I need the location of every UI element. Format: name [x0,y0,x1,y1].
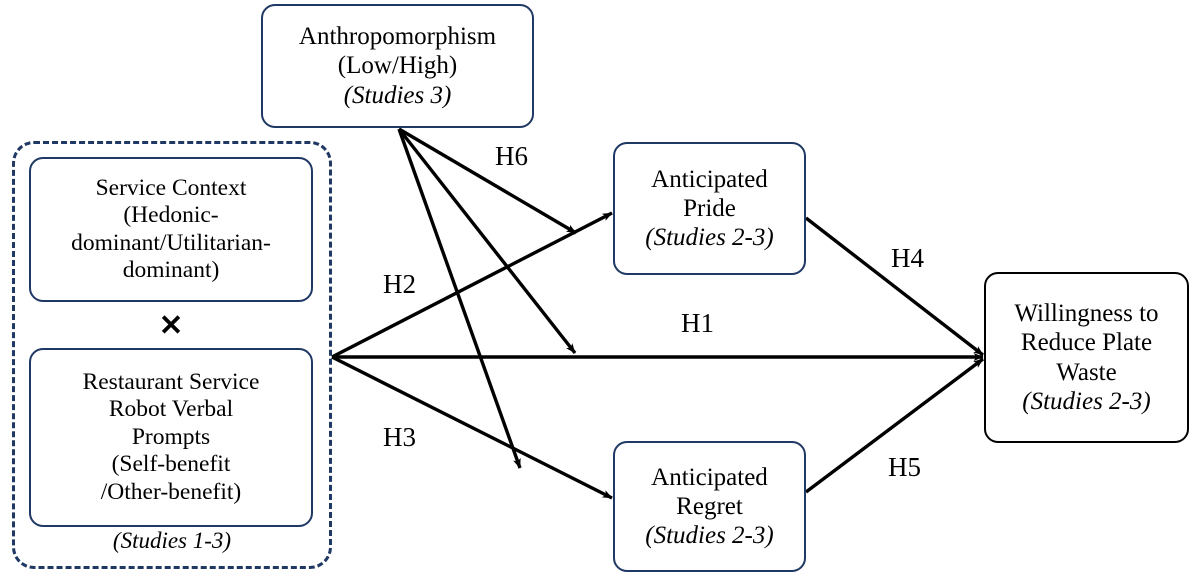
willingness-studies: (Studies 2-3) [1022,387,1151,415]
node-service-context[interactable]: Service Context (Hedonic- dominant/Utili… [29,157,313,302]
anticipated-pride-line-2: Pride [683,194,736,222]
path-h2 [331,211,613,359]
service-context-line-1: Service Context [95,174,247,201]
anticipated-regret-line-2: Regret [676,492,743,520]
node-robot-verbal-prompts[interactable]: Restaurant Service Robot Verbal Prompts … [29,348,313,527]
hypothesis-label-h3: H3 [383,422,416,452]
robot-prompts-line-1: Restaurant Service [82,368,260,395]
hypothesis-label-h2: H2 [383,269,416,299]
robot-prompts-line-2: Robot Verbal [108,396,234,423]
robot-prompts-line-3: Prompts [131,423,211,450]
path-h3 [331,355,613,500]
robot-prompts-line-5: /Other-benefit) [100,478,242,505]
willingness-line-1: Willingness to [1014,300,1159,327]
path-h4 [804,216,985,357]
anticipated-pride-studies: (Studies 2-3) [645,224,774,252]
anthropomorphism-line-1: Anthropomorphism [298,23,497,51]
service-context-line-4: dominant) [122,256,220,283]
anthropomorphism-studies: (Studies 3) [343,81,452,109]
path-h6-onto-h1 [397,127,577,355]
hypothesis-label-h4: H4 [891,243,924,273]
robot-prompts-line-4: (Self-benefit [111,451,231,478]
service-context-line-3: dominant/Utilitarian- [71,229,271,256]
node-anthropomorphism[interactable]: Anthropomorphism (Low/High) (Studies 3) [261,4,534,128]
independent-variables-group [12,141,332,569]
anthropomorphism-line-2: (Low/High) [337,52,458,80]
service-context-line-2: (Hedonic- [123,202,219,229]
interaction-operator: ✕ [158,310,184,342]
path-h6-onto-h2 [398,127,577,235]
path-h6-onto-h3 [397,128,522,469]
hypothesis-label-h1: H1 [681,308,714,338]
node-anticipated-regret[interactable]: Anticipated Regret (Studies 2-3) [613,441,806,572]
node-willingness-to-reduce-plate-waste[interactable]: Willingness to Reduce Plate Waste (Studi… [984,272,1189,443]
hypothesis-label-h6: H6 [495,141,528,171]
hypothesis-label-h5: H5 [888,452,921,482]
willingness-line-2: Reduce Plate [1020,329,1153,357]
willingness-line-3: Waste [1056,358,1117,386]
node-anticipated-pride[interactable]: Anticipated Pride (Studies 2-3) [613,142,806,275]
anticipated-regret-line-1: Anticipated [651,463,768,491]
group-studies-caption: (Studies 1-3) [112,528,232,553]
anticipated-regret-studies: (Studies 2-3) [645,522,774,550]
anticipated-pride-line-1: Anticipated [651,165,768,193]
